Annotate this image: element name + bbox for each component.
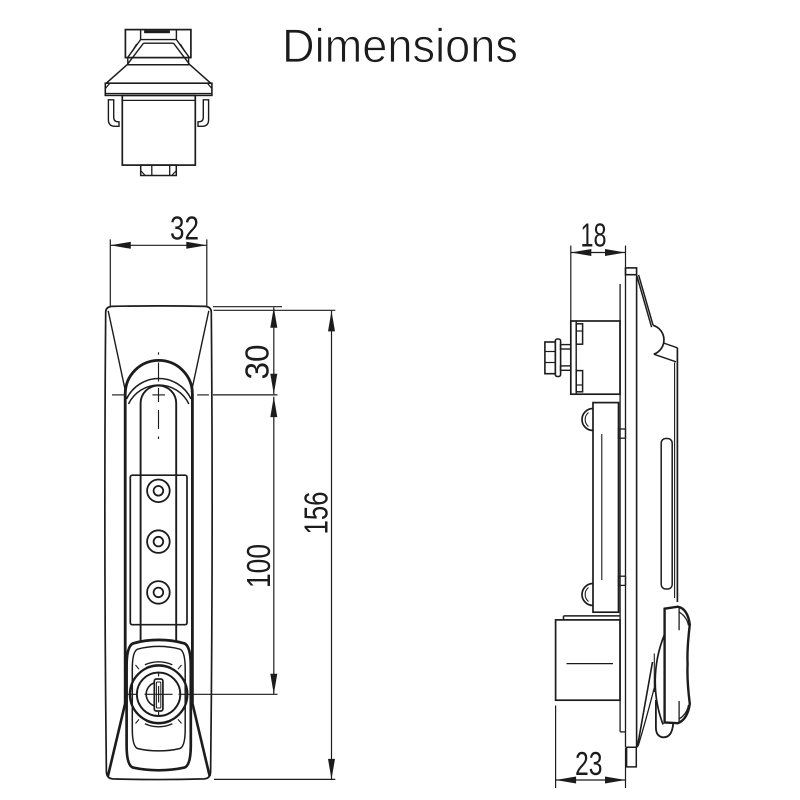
svg-text:156: 156: [297, 492, 334, 535]
svg-text:23: 23: [575, 745, 603, 782]
svg-text:32: 32: [170, 210, 199, 247]
svg-text:18: 18: [581, 216, 607, 253]
svg-text:100: 100: [240, 544, 277, 588]
svg-text:30: 30: [239, 345, 276, 380]
svg-text:Dimensions: Dimensions: [282, 19, 518, 72]
